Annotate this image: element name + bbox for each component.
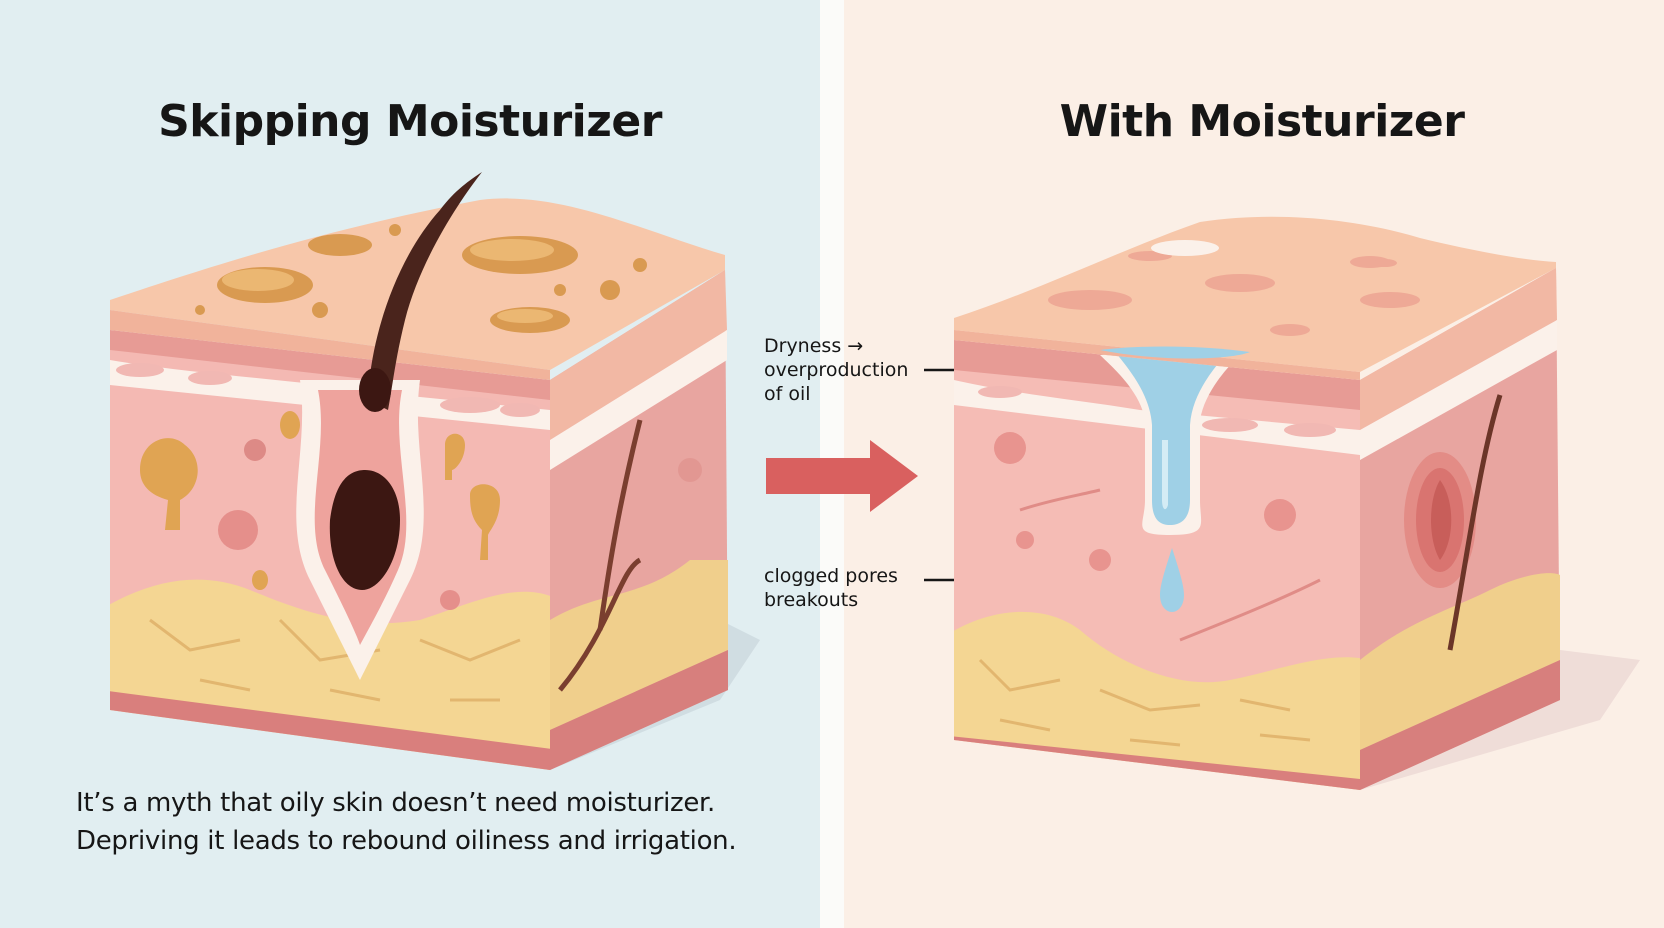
left-top-face xyxy=(110,198,725,370)
caption-line-2: Depriving it leads to rebound oiliness a… xyxy=(76,826,737,856)
right-side-face xyxy=(1360,268,1560,790)
left-side-face xyxy=(550,270,728,770)
right-front-face xyxy=(954,340,1360,790)
water-drop-icon xyxy=(1115,352,1228,525)
left-front-face xyxy=(110,330,550,770)
caption-line-1: It’s a myth that oily skin doesn’t need … xyxy=(76,788,716,818)
hair-follicle-icon xyxy=(368,172,482,410)
dryness-annotation: Dryness → overproduction of oil xyxy=(764,334,944,406)
clogged-line-2: breakouts xyxy=(764,589,859,611)
right-top-face xyxy=(954,216,1556,372)
oil-droplet-icon xyxy=(140,438,198,530)
left-skin-cube xyxy=(110,172,760,770)
left-panel-title: Skipping Moisturizer xyxy=(158,96,662,147)
dryness-line-3: of oil xyxy=(764,383,811,405)
right-skin-cube xyxy=(954,216,1640,790)
clogged-pore-icon xyxy=(329,470,400,590)
clogged-pores-annotation: clogged pores breakouts xyxy=(764,564,924,612)
right-panel-title: With Moisturizer xyxy=(1059,96,1465,147)
dryness-line-1: Dryness → xyxy=(764,335,864,357)
clogged-line-1: clogged pores xyxy=(764,565,898,587)
dryness-line-2: overproduction xyxy=(764,359,909,381)
right-arrow-icon xyxy=(766,440,918,512)
